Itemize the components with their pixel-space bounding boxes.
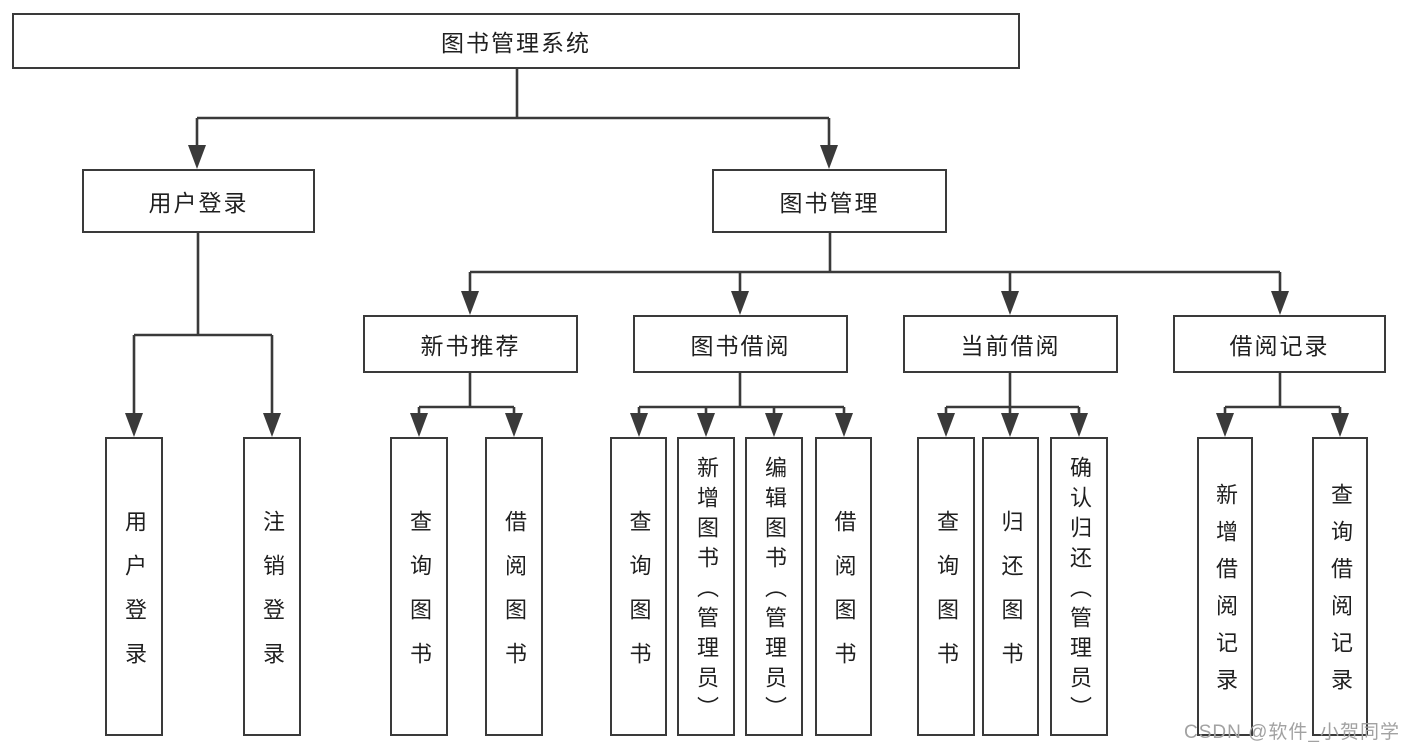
leaf-user-login: 用户登录 [105, 437, 163, 736]
arrowheads [125, 145, 1349, 437]
node-book-management: 图书管理 [712, 169, 947, 233]
node-root-label: 图书管理系统 [441, 30, 591, 56]
leaf-add-book-admin: 新增图书（管理员） [677, 437, 735, 736]
leaf-edit-book-admin-label: 编辑图书（管理员） [762, 455, 787, 726]
node-current-borrow: 当前借阅 [903, 315, 1118, 373]
leaf-borrow-borrow-book: 借阅图书 [815, 437, 872, 736]
csdn-watermark: CSDN @软件_小贺同学 [1184, 722, 1400, 743]
leaf-add-book-admin-label: 新增图书（管理员） [694, 455, 719, 726]
leaf-logout: 注销登录 [243, 437, 301, 736]
leaf-newbooks-query-book-label: 查询图书 [407, 509, 432, 686]
node-borrow-records: 借阅记录 [1173, 315, 1386, 373]
leaf-confirm-return-admin: 确认归还（管理员） [1050, 437, 1108, 736]
leaf-add-borrow-record-label: 新增借阅记录 [1213, 483, 1238, 705]
node-book-borrow: 图书借阅 [633, 315, 848, 373]
leaf-query-borrow-record: 查询借阅记录 [1312, 437, 1368, 736]
leaf-return-book-label: 归还图书 [998, 509, 1024, 686]
node-user-login-label: 用户登录 [148, 190, 249, 216]
leaf-query-borrow-record-label: 查询借阅记录 [1328, 483, 1353, 705]
node-new-book-recommend-label: 新书推荐 [420, 333, 521, 359]
leaf-add-borrow-record: 新增借阅记录 [1197, 437, 1253, 736]
leaf-current-query-book: 查询图书 [917, 437, 975, 736]
leaf-newbooks-borrow-book: 借阅图书 [485, 437, 543, 736]
node-book-management-label: 图书管理 [779, 190, 880, 216]
leaf-user-login-label: 用户登录 [122, 509, 147, 686]
node-user-login: 用户登录 [82, 169, 315, 233]
leaf-return-book: 归还图书 [982, 437, 1039, 736]
leaf-borrow-query-book: 查询图书 [610, 437, 667, 736]
leaf-borrow-borrow-book-label: 借阅图书 [831, 509, 857, 686]
node-new-book-recommend: 新书推荐 [363, 315, 578, 373]
node-root: 图书管理系统 [12, 13, 1020, 69]
leaf-newbooks-query-book: 查询图书 [390, 437, 448, 736]
leaf-borrow-query-book-label: 查询图书 [626, 509, 652, 686]
leaf-edit-book-admin: 编辑图书（管理员） [745, 437, 803, 736]
leaf-logout-label: 注销登录 [260, 509, 285, 686]
node-current-borrow-label: 当前借阅 [960, 333, 1061, 359]
leaf-current-query-book-label: 查询图书 [934, 509, 959, 686]
node-book-borrow-label: 图书借阅 [690, 333, 791, 359]
leaf-newbooks-borrow-book-label: 借阅图书 [502, 509, 527, 686]
node-borrow-records-label: 借阅记录 [1229, 333, 1330, 359]
leaf-confirm-return-admin-label: 确认归还（管理员） [1067, 455, 1092, 726]
